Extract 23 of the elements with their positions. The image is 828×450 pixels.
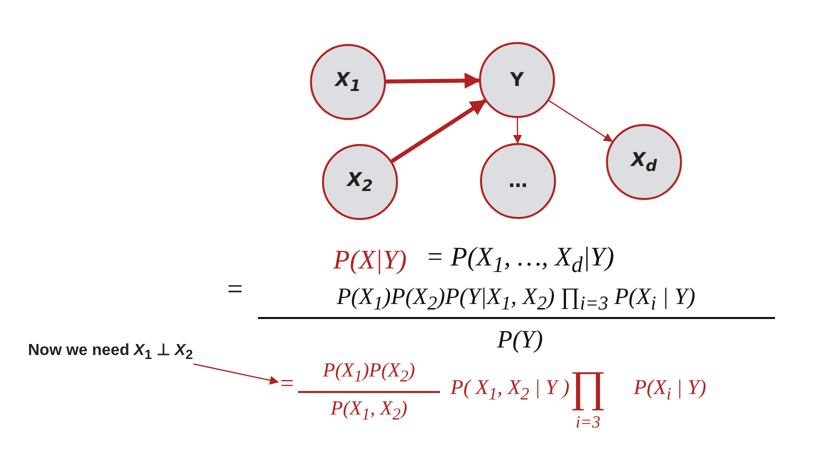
arrow [193, 363, 279, 385]
node-label: X$_{1}$ [335, 69, 361, 95]
equation-text: P(X$_{1}$, X$_{2}$) [330, 398, 408, 424]
node-label: … [508, 170, 528, 192]
node-label: Y [510, 69, 524, 91]
equation-text: = P(X$_{1}$, …, X$_{d}$|Y) [426, 244, 614, 276]
node-label: X$_{d}$ [631, 149, 657, 175]
node-label: X$_{2}$ [347, 169, 373, 195]
equation-text: P(Y) [497, 328, 543, 352]
equation-text: ∏ [570, 365, 606, 409]
arrow [390, 99, 486, 163]
equation-text: P(X$_{i}$ | Y) [634, 377, 706, 403]
equation-text: P(X|Y) [333, 246, 407, 274]
equation-text: i=3 [576, 414, 600, 430]
arrow [513, 118, 522, 144]
equation-text: P(X$_{1}$)P(X$_{2}$)P(Y|X$_{1}$, X$_{2}$) ∏$_{i=3}$ P(X$_{i}$ | Y) [336, 286, 696, 314]
equation-text: = [227, 276, 243, 304]
note-text: Now we need X$_{1}$ ⊥ X$_{2}$ [28, 340, 258, 364]
arrow [548, 100, 613, 142]
equals-sign: = [278, 370, 296, 398]
arrow [386, 72, 481, 89]
equation-text: P(X$_{1}$)P(X$_{2}$) [322, 360, 416, 386]
equation-text: P( X$_{1}$, X$_{2}$ | Y ) [450, 377, 570, 403]
